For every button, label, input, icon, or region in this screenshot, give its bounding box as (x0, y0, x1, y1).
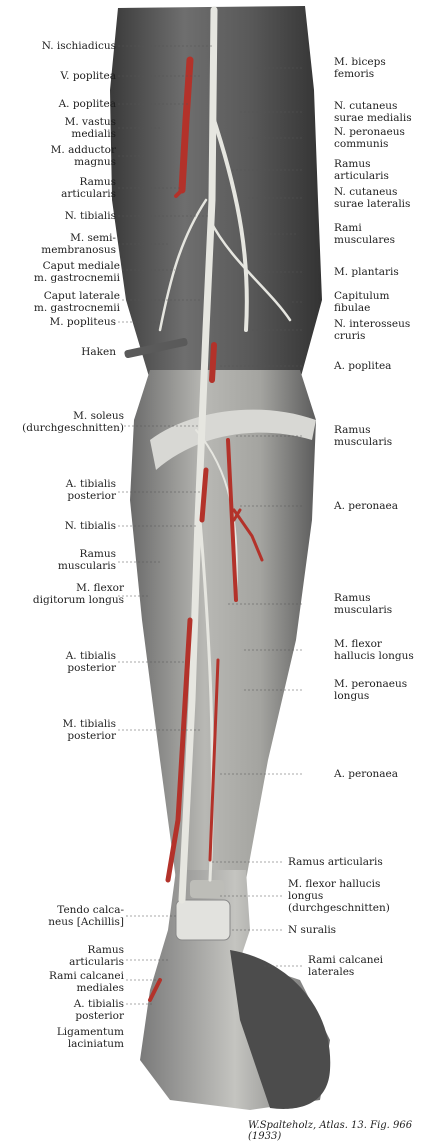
figure-caption: W.Spalteholz, Atlas. 13. Fig. 966 (1933) (248, 1120, 413, 1142)
hook (124, 337, 188, 359)
label-a-peronaea-2: A. peronaea (334, 768, 399, 780)
heel (230, 950, 331, 1109)
label-n-tibialis-lower: N. tibialis (64, 520, 116, 532)
label-a-poplitea-right: A. poplitea (334, 360, 392, 372)
label-tendo-calcaneus: Tendo calca-neus [Achillis] (48, 904, 124, 928)
label-a-peronaea-1: A. peronaea (334, 500, 399, 512)
label-n-ischiadicus: N. ischiadicus (41, 40, 116, 52)
label-n-suralis: N suralis (288, 924, 337, 936)
label-haken: Haken (81, 346, 116, 358)
label-v-poplitea: V. poplitea (60, 70, 116, 82)
calf-region (130, 370, 316, 880)
thigh-region (110, 6, 322, 380)
label-ramus-articularis-right-lower: Ramus articularis (288, 856, 383, 868)
label-m-plantaris: M. plantaris (334, 266, 399, 278)
soleus-cut-edge (150, 409, 316, 470)
label-n-tibialis-upper: N. tibialis (64, 210, 116, 222)
arteries (148, 56, 264, 1002)
achilles-tendon-stump (175, 899, 231, 941)
label-a-poplitea: A. poplitea (58, 98, 116, 110)
label-m-semimembranosus: M. semi-membranosus (41, 232, 116, 256)
label-m-popliteus: M. popliteus (49, 316, 117, 328)
leader-lines (118, 45, 302, 1005)
label-m-soleus: M. soleus(durchgeschnitten) (22, 410, 124, 434)
